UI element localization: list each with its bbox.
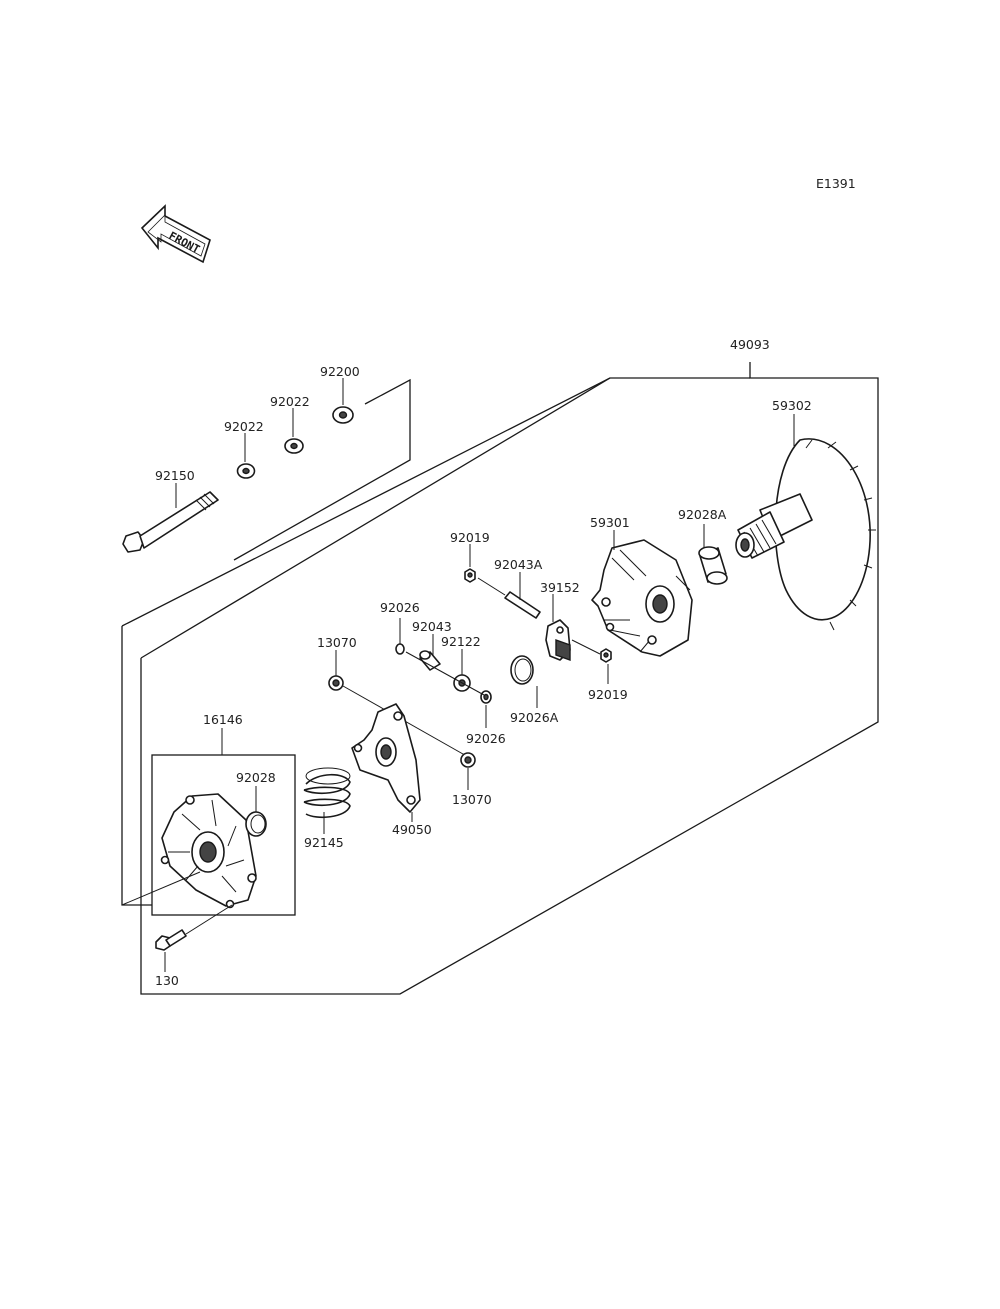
label-92022-lower: 92022 <box>224 419 264 434</box>
pin-92043A <box>504 591 541 619</box>
bolt-92150 <box>122 491 219 553</box>
washer-92022-lower <box>236 463 256 479</box>
label-59302: 59302 <box>772 398 812 413</box>
diagram-code: E1391 <box>816 176 856 191</box>
washer-92022-upper <box>284 438 304 454</box>
label-92026A: 92026A <box>510 710 559 725</box>
washer-92200 <box>332 406 354 424</box>
spider-49050 <box>351 703 421 813</box>
label-92122: 92122 <box>441 634 481 649</box>
label-16146: 16146 <box>203 712 243 727</box>
front-arrow-icon: FRONT <box>140 204 211 264</box>
label-49093: 49093 <box>730 337 770 352</box>
washer-92026-lower <box>480 690 492 704</box>
washer-92026-upper <box>395 643 405 655</box>
bushing-13070-upper <box>328 675 344 691</box>
label-92028: 92028 <box>236 770 276 785</box>
label-92026-upper: 92026 <box>380 600 420 615</box>
label-130: 130 <box>155 973 179 988</box>
label-59301: 59301 <box>590 515 630 530</box>
label-92022-upper: 92022 <box>270 394 310 409</box>
bushing-92028 <box>245 811 267 837</box>
label-92028A: 92028A <box>678 507 727 522</box>
label-92026-lower: 92026 <box>466 731 506 746</box>
pin-92043 <box>419 650 441 671</box>
label-92150: 92150 <box>155 468 195 483</box>
label-92145: 92145 <box>304 835 344 850</box>
bushing-13070-lower <box>460 752 476 768</box>
label-13070-lower: 13070 <box>452 792 492 807</box>
weight-39152 <box>545 619 571 661</box>
label-49050: 49050 <box>392 822 432 837</box>
bushing-92028A <box>698 546 728 585</box>
sheave-59301 <box>591 539 693 657</box>
label-92019-upper: 92019 <box>450 530 490 545</box>
subassembly-box-16146 <box>151 754 296 916</box>
label-92043A: 92043A <box>494 557 543 572</box>
washer-group-bracket <box>233 378 411 561</box>
sheave-59302 <box>735 438 876 631</box>
ring-92026A <box>510 655 534 685</box>
label-92043: 92043 <box>412 619 452 634</box>
bolt-130 <box>155 929 187 951</box>
label-92019-lower: 92019 <box>588 687 628 702</box>
nut-92019-lower <box>600 648 612 663</box>
assembly-outline-49093 <box>121 362 879 995</box>
label-13070-upper: 13070 <box>317 635 357 650</box>
label-92200: 92200 <box>320 364 360 379</box>
cover-16146 <box>160 793 257 909</box>
label-39152: 39152 <box>540 580 580 595</box>
nut-92019-upper <box>464 568 476 583</box>
spring-92145 <box>303 767 351 819</box>
